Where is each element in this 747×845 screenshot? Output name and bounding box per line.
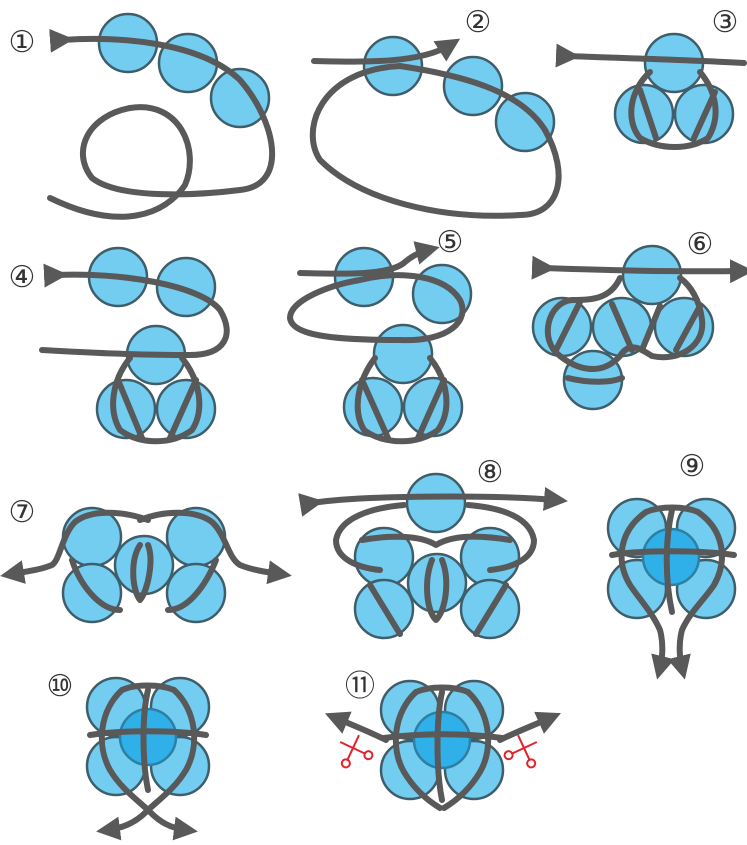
thread-path	[115, 377, 145, 441]
step-label-6: ⑥	[687, 227, 714, 262]
step-labels: ① ② ③ ④ ⑤ ⑥ ⑦ ⑧ ⑨ ⑩ ⑪	[9, 5, 739, 704]
step-1-thread	[47, 28, 276, 220]
step-label-10: ⑩	[47, 669, 74, 704]
thread-path	[667, 509, 725, 680]
thread-path	[609, 301, 635, 353]
step-2-thread	[309, 38, 562, 219]
thread-path	[367, 582, 403, 637]
bead	[621, 244, 683, 306]
thread-path	[298, 486, 568, 517]
thread-path	[119, 682, 177, 693]
thread-path	[165, 557, 219, 613]
thread-path	[110, 355, 203, 445]
thread-path	[473, 582, 509, 637]
thread-path	[0, 509, 151, 584]
thread-path	[465, 502, 537, 573]
thread-path	[130, 542, 154, 603]
step-10-beads	[85, 676, 211, 797]
step-8-thread	[298, 486, 568, 637]
step-7-thread	[0, 509, 292, 613]
thread-path	[333, 502, 407, 573]
scissors-icon	[339, 734, 374, 769]
step-label-4: ④	[9, 260, 36, 295]
thread-path	[637, 87, 659, 141]
thread-path	[359, 533, 513, 548]
thread-path	[287, 272, 466, 344]
thread-path	[497, 711, 561, 743]
step-11-thread	[324, 684, 561, 811]
thread-layer	[0, 28, 747, 841]
thread-path	[69, 557, 123, 613]
step-label-5: ⑤	[437, 225, 464, 260]
step-label-3: ③	[712, 5, 739, 40]
thread-path	[639, 303, 663, 353]
thread-path	[544, 275, 706, 372]
thread-path	[39, 263, 230, 358]
thread-path	[434, 689, 445, 803]
step-label-11: ⑪	[345, 669, 375, 704]
thread-path	[297, 241, 440, 277]
step-2-beads	[362, 35, 556, 153]
thread-path	[618, 509, 675, 680]
step-label-8: ⑧	[477, 455, 504, 490]
thread-path	[663, 507, 675, 615]
thread-path	[553, 299, 583, 353]
thread-path	[628, 69, 719, 150]
step-10-thread	[87, 682, 209, 841]
thread-path	[643, 504, 701, 515]
thread-path	[354, 355, 450, 445]
thread-path	[137, 509, 292, 585]
scissors-icon	[503, 734, 538, 769]
thread-path	[565, 375, 625, 385]
bead	[372, 323, 434, 385]
bead	[406, 552, 468, 614]
step-label-9: ⑨	[679, 449, 706, 484]
step-label-7: ⑦	[9, 495, 36, 530]
bead-center	[118, 707, 178, 767]
thread-path	[98, 687, 198, 841]
bead	[494, 91, 556, 153]
step-7-beads	[61, 506, 227, 624]
bead	[442, 55, 504, 117]
thread-path	[441, 689, 492, 811]
step-4-thread	[39, 263, 230, 445]
step-label-2: ②	[465, 5, 492, 40]
thread-path	[691, 89, 718, 141]
thread-path	[359, 377, 391, 441]
bead	[209, 67, 271, 129]
thread-path	[167, 377, 199, 441]
step-9-thread	[609, 504, 737, 680]
bead-center	[412, 710, 472, 770]
thread-path	[673, 303, 703, 353]
thread-path	[413, 684, 471, 695]
thread-path	[311, 38, 461, 65]
thread-path	[424, 557, 450, 623]
thread-path	[96, 687, 198, 841]
thread-path	[140, 687, 151, 793]
step-3-thread	[555, 43, 747, 150]
thread-path	[47, 28, 276, 220]
step-5-thread	[287, 241, 466, 445]
thread-path	[415, 377, 447, 441]
bead	[405, 472, 467, 534]
thread-path	[392, 689, 443, 811]
thread-path	[309, 63, 562, 219]
step-label-1: ①	[9, 25, 36, 60]
step-6-thread	[531, 255, 747, 385]
thread-path	[555, 43, 747, 68]
thread-path	[531, 255, 747, 284]
thread-path	[324, 711, 389, 743]
bead	[157, 32, 219, 94]
bead-center	[641, 527, 701, 587]
bead	[95, 378, 157, 440]
